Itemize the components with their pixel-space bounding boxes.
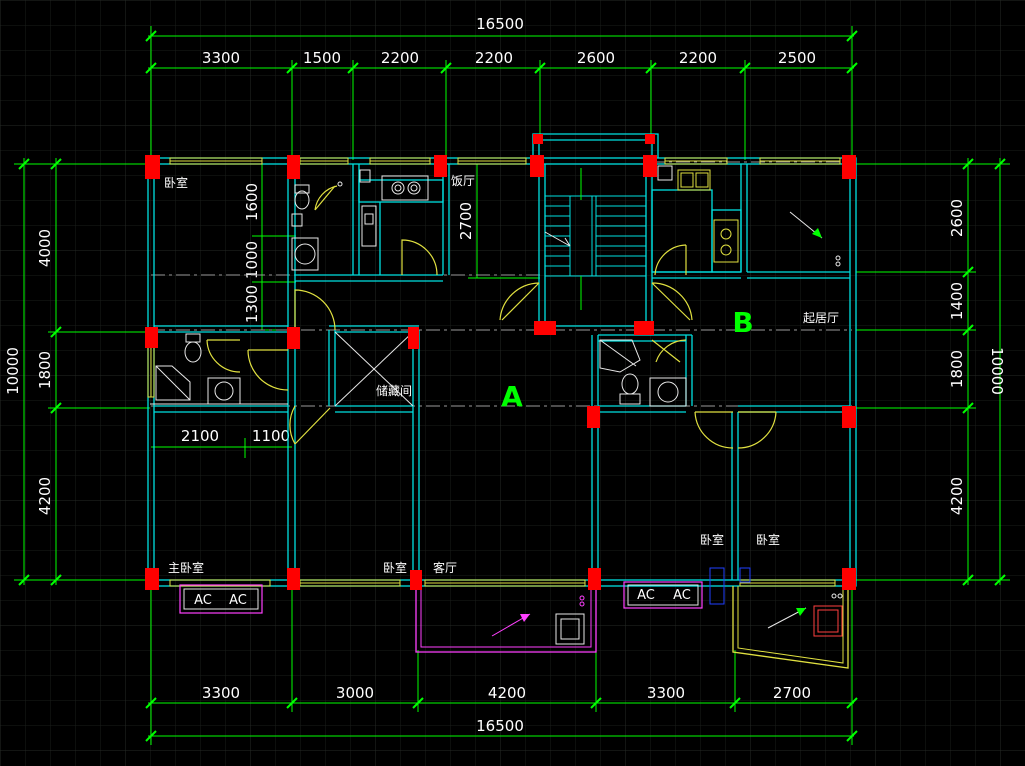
drain-icon <box>337 181 343 187</box>
shower-icon <box>155 365 191 401</box>
dim-top-7: 2500 <box>778 49 816 67</box>
washbasin-icon <box>649 377 687 407</box>
dim-top-4: 2200 <box>475 49 513 67</box>
ac-box-right <box>623 581 703 609</box>
room-dining: 饭厅 <box>451 174 475 188</box>
dim-bottom-5: 2700 <box>773 684 811 702</box>
washing-machine-icon <box>813 605 843 637</box>
dim-top-5: 2600 <box>577 49 615 67</box>
axis-label-a: A <box>501 380 523 413</box>
dim-inner-1000: 1000 <box>243 241 261 279</box>
dim-bottom-total: 16500 <box>476 717 524 735</box>
ac-labels: AC AC AC AC <box>194 588 691 608</box>
room-bedroom-top-left: 卧室 <box>164 175 188 190</box>
room-bedroom-bottom-right-1: 卧室 <box>700 532 724 547</box>
dim-inner-2100: 2100 <box>181 427 219 445</box>
drain-icon <box>835 255 841 261</box>
toilet-icon <box>294 184 310 210</box>
sink-small-icon <box>291 213 303 227</box>
shower-icon <box>599 339 641 373</box>
dim-top-3: 2200 <box>381 49 419 67</box>
axis-labels: A B <box>501 306 754 413</box>
dim-right-3: 1800 <box>948 350 966 388</box>
room-master-bedroom: 主卧室 <box>168 560 204 575</box>
cabinet-icon <box>657 165 673 181</box>
dim-left-total: 10000 <box>4 347 22 395</box>
dim-bottom-1: 3300 <box>202 684 240 702</box>
dim-right-1: 2600 <box>948 199 966 237</box>
columns <box>145 134 856 590</box>
doors <box>206 185 777 449</box>
ac-label: AC <box>637 588 655 603</box>
stove-icon <box>713 219 739 263</box>
dim-top-total: 16500 <box>476 15 524 33</box>
dim-right-total: 10000 <box>988 347 1006 395</box>
drain-icon <box>579 601 585 607</box>
fixtures <box>150 165 843 645</box>
drain-icon <box>835 261 841 267</box>
stairs <box>544 168 646 310</box>
dim-bottom-4: 3300 <box>647 684 685 702</box>
stove-icon <box>381 175 429 201</box>
toilet-icon <box>184 333 202 363</box>
washbasin-icon <box>291 237 319 271</box>
dim-top-1: 3300 <box>202 49 240 67</box>
dim-left-1: 4000 <box>36 229 54 267</box>
ac-label: AC <box>229 593 247 608</box>
drain-icon <box>837 593 843 599</box>
drain-icon <box>579 595 585 601</box>
dim-bottom-2: 3000 <box>336 684 374 702</box>
room-bedroom-bottom-mid: 卧室 <box>383 560 407 575</box>
storage-cross <box>334 331 414 407</box>
room-living-a: 客厅 <box>433 560 457 575</box>
dim-left-3: 4200 <box>36 477 54 515</box>
toilet-icon <box>619 373 641 405</box>
dim-bottom-3: 4200 <box>488 684 526 702</box>
axis-label-b: B <box>732 306 753 339</box>
ac-label: AC <box>194 593 212 608</box>
dim-inner-1100: 1100 <box>252 427 290 445</box>
dimension-ticks <box>18 30 1006 742</box>
ac-box-left <box>179 584 263 614</box>
dim-right-4: 4200 <box>948 477 966 515</box>
room-living-b: 起居厅 <box>803 311 839 325</box>
room-storage: 储藏间 <box>376 383 412 398</box>
dim-top-2: 1500 <box>303 49 341 67</box>
room-labels: 卧室 饭厅 储藏间 起居厅 主卧室 卧室 客厅 卧室 卧室 <box>164 174 839 575</box>
dim-left-2: 1800 <box>36 351 54 389</box>
drain-icon <box>831 593 837 599</box>
dim-top-6: 2200 <box>679 49 717 67</box>
ac-units <box>179 567 751 614</box>
kitchen-sink-icon <box>361 205 377 247</box>
dimension-labels: 16500 3300 1500 2200 2200 2600 2200 2500… <box>4 15 1006 735</box>
balconies <box>415 586 849 669</box>
ac-label: AC <box>673 588 691 603</box>
washing-machine-icon <box>555 613 585 645</box>
kitchen-sink-icon <box>677 169 711 191</box>
windows <box>147 157 841 587</box>
dim-inner-1300: 1300 <box>243 285 261 323</box>
cabinet-icon <box>359 169 371 183</box>
dim-inner-2700: 2700 <box>457 202 475 240</box>
slope-arrows <box>491 211 823 637</box>
dim-inner-1600: 1600 <box>243 183 261 221</box>
dim-right-2: 1400 <box>948 282 966 320</box>
room-bedroom-bottom-right-2: 卧室 <box>756 532 780 547</box>
